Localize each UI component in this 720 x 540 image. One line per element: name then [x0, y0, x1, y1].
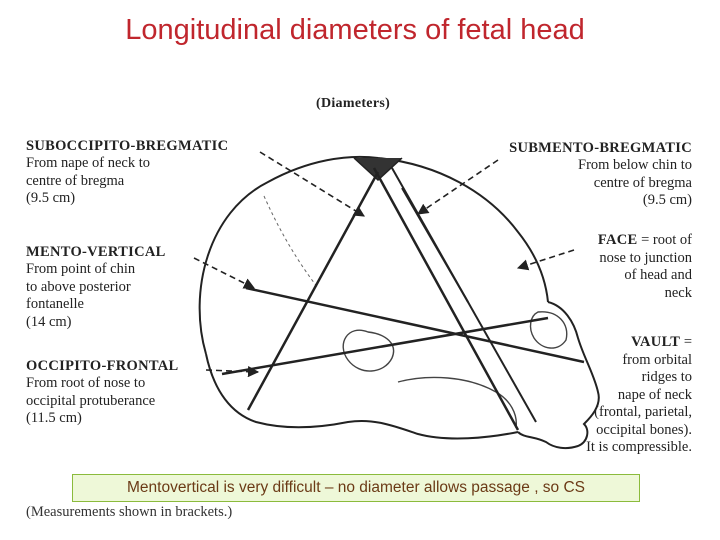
measurement-footnote: (Measurements shown in brackets.)	[26, 504, 233, 520]
mento-vertical-arrow	[193, 257, 256, 289]
label-suboccipito-bregmatic: SUBOCCIPITO-BREGMATIC From nape of neck …	[26, 138, 229, 206]
callout-banner: Mentovertical is very difficult – no dia…	[72, 474, 640, 502]
submento-bregmatic-arrow	[417, 159, 499, 215]
occipito-frontal-line	[221, 316, 549, 376]
skull-vault-outline	[198, 155, 549, 355]
face-profile-outline	[517, 301, 600, 450]
label-vault: VAULT = from orbital ridges to nape of n…	[586, 334, 692, 455]
occipito-frontal-arrow	[205, 366, 260, 378]
face-line	[401, 187, 469, 303]
mento-vertical-line	[245, 286, 585, 364]
suboccipito-bregmatic-line	[246, 171, 380, 411]
label-submento-bregmatic: SUBMENTO-BREGMATIC From below chin to ce…	[509, 140, 692, 208]
diagram-header: (Diameters)	[316, 96, 391, 111]
suture-line	[263, 195, 319, 289]
suboccipito-bregmatic-arrow	[259, 151, 365, 217]
fetal-skull-diagram	[193, 151, 600, 450]
ear-outline	[342, 329, 395, 372]
label-mento-vertical: MENTO-VERTICAL From point of chin to abo…	[26, 244, 166, 330]
label-face: FACE = root of nose to junction of head …	[597, 232, 692, 301]
face-arrow	[516, 249, 575, 271]
jaw-outline	[397, 376, 517, 429]
slide-title: Longitudinal diameters of fetal head	[125, 14, 585, 46]
skull-base-outline	[205, 353, 519, 440]
submento-bregmatic-line-a	[372, 167, 520, 431]
label-occipito-frontal: OCCIPITO-FRONTAL From root of nose to oc…	[26, 358, 179, 426]
orbit-outline	[529, 311, 568, 349]
bregma-mark	[353, 157, 403, 182]
